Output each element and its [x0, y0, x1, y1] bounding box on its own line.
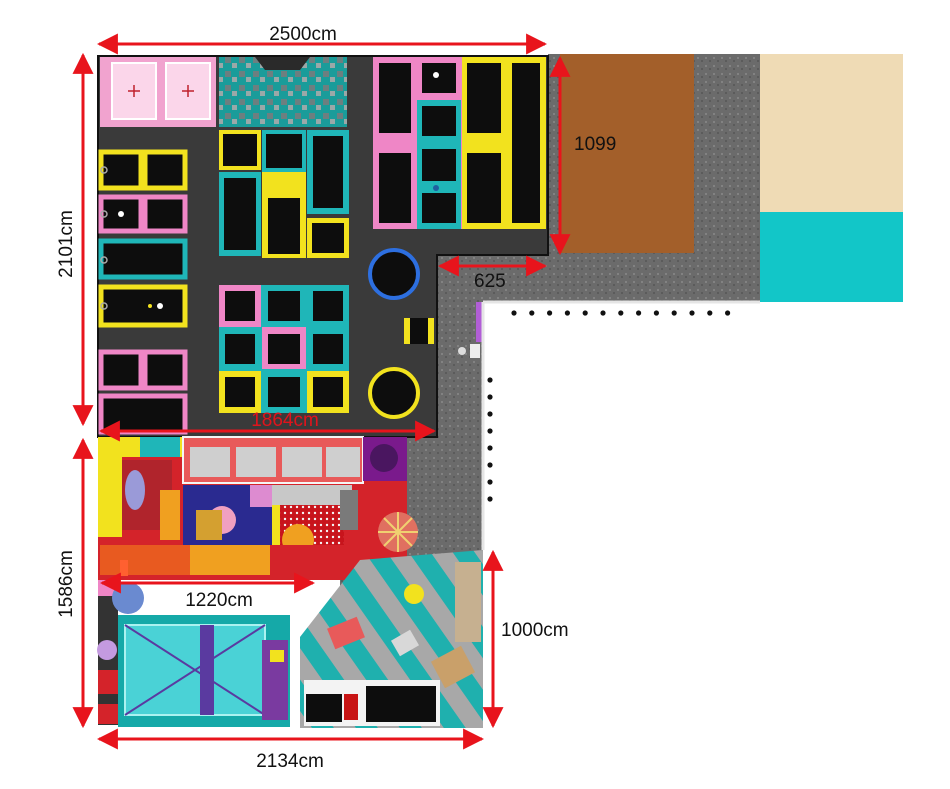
target-pad	[111, 62, 157, 120]
ride-car-red	[327, 616, 365, 650]
sand-table	[430, 645, 476, 689]
wall-dot	[564, 310, 571, 316]
entrance-pad-inner	[410, 318, 428, 344]
wall-dot	[582, 310, 588, 316]
wall-dot	[487, 479, 493, 485]
wall-dot	[636, 310, 642, 316]
center-upper-trampolines	[219, 130, 349, 258]
dim-label-top: 2500cm	[269, 24, 337, 45]
right-upper-trampolines	[373, 57, 546, 229]
teal-area	[760, 212, 903, 302]
wall-dot	[689, 310, 695, 316]
wall-dot	[487, 377, 493, 383]
dim-label-left-upper: 2101cm	[56, 210, 77, 278]
round-trampoline-blue	[368, 248, 420, 300]
center-lower-trampolines	[219, 285, 349, 413]
dimension-lines	[72, 33, 571, 750]
counter-red	[344, 694, 358, 720]
dim-label-right-lower: 1000cm	[501, 620, 569, 641]
umbrella-segments	[378, 512, 418, 552]
wall-dot	[487, 496, 493, 502]
wall-dot	[487, 462, 493, 468]
wall-dot	[487, 428, 493, 434]
jumper-icon	[118, 211, 163, 309]
wall-dot	[671, 310, 677, 316]
wall-dot	[618, 310, 624, 316]
wall-dot	[487, 394, 493, 400]
play-table	[404, 584, 424, 604]
shelf-right	[455, 562, 481, 642]
dim-label-right-upper: 1099	[574, 134, 616, 155]
door-icon	[470, 344, 480, 358]
foam-pit-bridge	[255, 57, 310, 70]
dim-label-softplay: 1220cm	[185, 590, 253, 611]
sand-area	[760, 54, 903, 212]
wall-dot	[653, 310, 660, 316]
jumper-icon	[433, 72, 439, 78]
dim-label-left-lower: 1586cm	[56, 550, 77, 618]
person-icon	[458, 347, 466, 355]
ride-car-white	[390, 629, 420, 657]
wall-dot	[487, 411, 493, 417]
wall-dot	[600, 310, 606, 316]
wooden-stage	[560, 54, 694, 253]
wall-dot	[547, 310, 553, 316]
counter-black-1	[306, 694, 342, 722]
dim-label-inner: 1864cm	[251, 410, 319, 431]
trampoline-zone	[98, 57, 546, 435]
dim-label-bottom: 2134cm	[256, 751, 324, 772]
wall-dot	[529, 310, 535, 316]
wall-hooks	[100, 166, 108, 310]
marker-dot	[433, 185, 439, 191]
soft-play-zone	[97, 436, 407, 725]
wall-dot	[725, 310, 731, 316]
dim-label-notch: 625	[474, 271, 506, 292]
counter-black-2	[366, 686, 436, 722]
wall-dot	[707, 310, 713, 316]
cross-icon	[128, 85, 194, 97]
climbing-frame	[118, 615, 290, 727]
wall-dots	[487, 310, 731, 502]
wall-dot	[487, 445, 493, 451]
purple-door	[476, 302, 482, 342]
round-trampoline-yellow	[368, 367, 420, 419]
wall-dot	[511, 310, 517, 316]
